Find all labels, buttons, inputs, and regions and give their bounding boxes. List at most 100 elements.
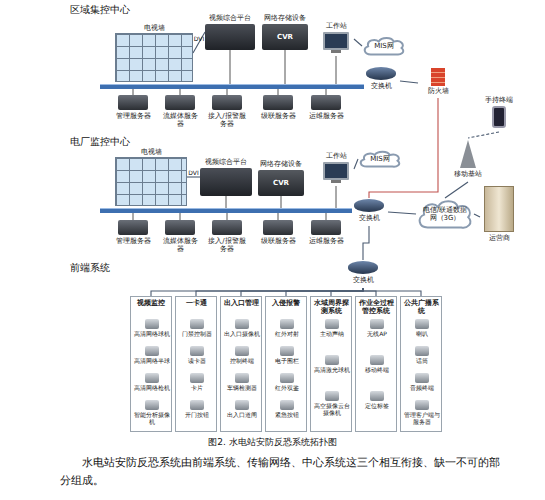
node-text: 网络存储设备 <box>264 14 306 22</box>
device-icon <box>235 400 249 410</box>
drop-line <box>180 213 181 220</box>
device-icon <box>145 319 159 329</box>
node-text: 话筒 <box>416 357 428 364</box>
device-item: 话筒 <box>403 346 441 372</box>
text-label: 区域集控中心 <box>70 4 190 16</box>
tv-wall-grid <box>115 33 193 82</box>
device-item: 高清网络枪机 <box>133 373 171 399</box>
connector-line <box>474 214 480 217</box>
server-icon <box>311 95 341 110</box>
node-text: 卡片 <box>191 384 203 391</box>
device-item: 出入口摄像机 <box>223 319 261 345</box>
node-text: CVR <box>273 179 289 187</box>
server: 流媒体服务器 <box>160 220 200 258</box>
node-text: 出入口摄像机 <box>224 330 260 337</box>
subsystem-column: 作业全过程管控系统无线AP移动终端定位标签 <box>355 296 397 432</box>
node-text: 红外双鉴 <box>275 384 299 391</box>
device-icon <box>235 319 249 329</box>
node-text: 级联服务器 <box>261 237 296 245</box>
switch-icon <box>348 261 378 274</box>
server: 管理服务器 <box>113 95 153 133</box>
monitor-stand <box>331 50 341 53</box>
connector-line <box>369 98 438 198</box>
node-text: 管理客户端与服务器 <box>403 411 441 425</box>
tower-icon <box>460 140 476 168</box>
connector-line <box>354 39 362 46</box>
device-icon <box>145 373 159 383</box>
subsystem-column: 视频监控高清网络球机高清网络半球高清网络枪机智能分析摄像机 <box>130 296 172 432</box>
connector-line <box>400 81 418 83</box>
rack-icon <box>484 186 514 232</box>
connector-line <box>445 182 468 198</box>
device-item: 移动终端 <box>358 355 396 390</box>
subsystem-column: 水域周界探测系统主动声纳高清激光球机高空摄像云台摄像机 <box>310 296 352 432</box>
node-text: 运营商 <box>489 234 510 242</box>
platform-chassis <box>205 24 255 50</box>
bus-highlight <box>100 208 352 209</box>
device-icon <box>280 319 294 329</box>
device-item: 红外对射 <box>268 319 306 345</box>
node-text: 工作站 <box>326 22 347 30</box>
subsystem-column: 公共广播系统喇叭话筒音频终端管理客户端与服务器 <box>400 296 442 432</box>
drop-line <box>336 186 337 208</box>
subsystem-column: 入侵报警红外对射电子围栏红外双鉴紧急按钮 <box>265 296 307 432</box>
node-text: 移动基站 <box>454 170 482 178</box>
node-text: 入侵报警 <box>271 299 301 307</box>
server-icon <box>311 220 341 235</box>
node-text: 控制终端 <box>230 357 254 364</box>
platform-chassis <box>200 168 252 196</box>
server: 管理服务器 <box>113 220 153 258</box>
device-item: 音频终端 <box>403 373 441 399</box>
device-icon <box>190 319 204 329</box>
node-text: MIS网 <box>368 42 400 50</box>
connector-line <box>241 288 363 296</box>
node-text: 交换机 <box>371 82 392 90</box>
server-icon <box>165 220 195 235</box>
network-bus <box>100 84 364 89</box>
server: 级联服务器 <box>258 220 298 258</box>
node-text: 紧急按钮 <box>275 411 299 418</box>
subsystem-column: 一卡通门禁控制器读卡器卡片开门按钮 <box>175 296 217 432</box>
node-text: 视频综合平台 <box>205 158 247 166</box>
drop-line <box>227 213 228 220</box>
server: 接入/报警服务器 <box>207 95 247 133</box>
storage-chassis: CVR <box>258 170 304 196</box>
device-item: 高清网络球机 <box>133 319 171 345</box>
node-text: 公共广播系统 <box>401 299 441 315</box>
node-text: 工作站 <box>326 152 347 160</box>
device-item: 无线AP <box>358 319 396 354</box>
node-text: 无线AP <box>367 330 387 337</box>
node-text: 车辆检测器 <box>227 384 257 391</box>
workstation: 工作站 <box>318 22 354 56</box>
connector-line <box>193 32 205 53</box>
text-label: 电厂监控中心 <box>70 136 190 148</box>
device-item: 电子围栏 <box>268 346 306 372</box>
device-icon <box>415 373 429 383</box>
node-text: 门禁控制器 <box>182 330 212 337</box>
video-platform: 视频综合平台 <box>205 14 255 50</box>
connector-line <box>363 288 421 296</box>
text-label: 水电站安防反恐系统由前端系统、传输网络、中心系统这三个相互衔接、缺一不可的部分组… <box>60 454 500 490</box>
node-text: 电子围栏 <box>275 357 299 364</box>
connector-line <box>388 212 416 214</box>
node-text: 高清网络球机 <box>134 330 170 337</box>
device-item: 控制终端 <box>223 346 261 372</box>
connector-line <box>151 288 363 296</box>
node-text: 电视墙 <box>141 148 162 156</box>
workstation: 工作站 <box>318 152 354 186</box>
node-text: 级联服务器 <box>261 112 296 120</box>
device-item: 高清激光球机 <box>313 355 351 390</box>
storage-device: 网络存储设备CVR <box>262 14 308 50</box>
device-item: 出入口道闸 <box>223 400 261 426</box>
node-text: 开门按钮 <box>185 411 209 418</box>
server: 流媒体服务器 <box>160 95 200 133</box>
node-text: 主动声纳 <box>320 330 344 337</box>
server: 级联服务器 <box>258 95 298 133</box>
node-text: 管理服务器 <box>116 112 151 120</box>
device-icon <box>370 319 384 329</box>
drop-line <box>226 196 227 208</box>
node-text: 高空摄像云台摄像机 <box>313 402 351 416</box>
server-icon <box>263 95 293 110</box>
node-text: 交换机 <box>353 276 374 284</box>
